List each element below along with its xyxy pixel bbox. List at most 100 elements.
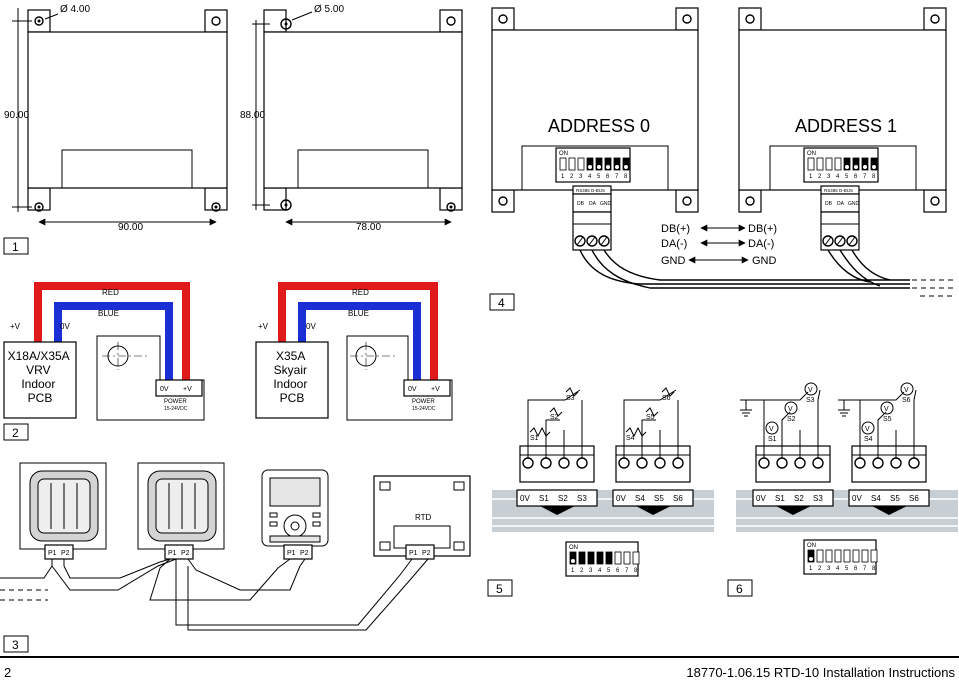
dip-position-dot — [872, 165, 876, 169]
dip-switch-2[interactable] — [816, 157, 824, 171]
dip-switch-8[interactable] — [870, 549, 878, 563]
dip-number: 7 — [863, 566, 867, 572]
terminal-0v-p5-left: 0V — [520, 494, 530, 503]
dip-number: 6 — [606, 174, 610, 180]
panel-1-mounting-dimensions: Ø 4.00 90.00 90.00 Ø 5.00 88.00 78.00 1 — [3, 4, 463, 255]
dip-switch-1[interactable] — [559, 157, 567, 171]
dip-switch-2[interactable] — [816, 549, 824, 563]
dip-switch-5[interactable] — [605, 551, 613, 565]
dip-number: 4 — [836, 566, 840, 572]
p1-unit1: P1 — [48, 550, 57, 557]
sensor-s1-label-p5: S1 — [530, 435, 539, 442]
dip-switch-6[interactable] — [604, 157, 612, 171]
document-reference: 18770-1.06.15 RTD-10 Installation Instru… — [686, 665, 955, 680]
dip-number: 8 — [624, 174, 628, 180]
dip-switch-4[interactable] — [834, 157, 842, 171]
sensor-s2-label-p6: S2 — [787, 416, 796, 423]
dip-switch-6[interactable] — [852, 549, 860, 563]
zero-v-label-left: 0V — [60, 322, 70, 331]
pcb-a-line-2: VRV — [26, 363, 50, 377]
signal-db-right: DB(+) — [748, 223, 777, 235]
dip-switch-6[interactable] — [614, 551, 622, 565]
dip-switch-7[interactable] — [861, 549, 869, 563]
dip-switch-3[interactable] — [825, 157, 833, 171]
terminal-s6-p6: S6 — [909, 494, 919, 503]
dip-on-label: ON — [559, 151, 568, 157]
panel-3-badge — [3, 635, 29, 653]
plus-v-label-left: +V — [10, 322, 21, 331]
dip-number: 5 — [845, 174, 849, 180]
dip-switch-1[interactable] — [807, 549, 815, 563]
dip-switch-3[interactable] — [587, 551, 595, 565]
dip-number: 5 — [597, 174, 601, 180]
bus-cable — [579, 249, 955, 297]
dip-number: 7 — [625, 568, 629, 574]
hole-diameter-a: Ø 4.00 — [60, 4, 90, 15]
plus-v-label-right: +V — [258, 322, 269, 331]
meter-v-s1-p6: V — [769, 426, 774, 433]
terminal-s5-p6: S5 — [890, 494, 900, 503]
dip-switch-7[interactable] — [623, 551, 631, 565]
dip-switch-3[interactable] — [577, 157, 585, 171]
svg-text:X18A/X35A VRV Indo: X18A/X35A VRV Indoor PCB — [8, 349, 73, 405]
dip-number: 1 — [561, 174, 565, 180]
dip-switch-8[interactable] — [632, 551, 640, 565]
dip-switch-5[interactable] — [843, 549, 851, 563]
sensor-s5-label-p6: S5 — [883, 416, 892, 423]
dip-position-dot — [624, 165, 628, 169]
power-label-right: POWER — [412, 399, 435, 405]
terminal-s2-p5: S2 — [558, 494, 568, 503]
panel-4-number: 4 — [498, 296, 505, 310]
dip-number: 7 — [863, 174, 867, 180]
dip-switch-2[interactable] — [568, 157, 576, 171]
dip-number: 4 — [588, 174, 592, 180]
panel-2-number: 2 — [12, 426, 19, 440]
width-dimension-b: 78.00 — [356, 222, 381, 233]
bus-label-right: RS485 D-BUS — [824, 188, 853, 193]
pcb-b-line-3: Indoor — [273, 377, 307, 391]
terminal-screws-right — [822, 235, 858, 247]
dip-on-label-p5: ON — [569, 545, 578, 551]
dip-position-dot — [854, 165, 858, 169]
meter-v-s4-p6: V — [865, 426, 870, 433]
signal-db-left: DB(+) — [661, 223, 690, 235]
dip-switch-3[interactable] — [825, 549, 833, 563]
panel-6-number: 6 — [736, 582, 743, 596]
dip-number: 4 — [836, 174, 840, 180]
red-wire-right — [278, 282, 438, 384]
dip-switch-8[interactable] — [622, 157, 630, 171]
term-da-right: DA — [837, 201, 845, 207]
dip-switch-6[interactable] — [852, 157, 860, 171]
mounting-bracket-a — [27, 9, 228, 212]
dip-number: 5 — [845, 566, 849, 572]
unit-address-1: ON — [738, 7, 947, 213]
terminal-0v-p5-right: 0V — [616, 494, 626, 503]
dip-switch-5[interactable] — [843, 157, 851, 171]
red-label-right: RED — [352, 288, 369, 297]
dip-position-dot — [863, 165, 867, 169]
dip-number: 4 — [598, 568, 602, 574]
dip-switch-7[interactable] — [613, 157, 621, 171]
dip-switch-5[interactable] — [595, 157, 603, 171]
dip-switch-7[interactable] — [861, 157, 869, 171]
dip-switch-1[interactable] — [569, 551, 577, 565]
dip-number: 8 — [872, 174, 876, 180]
terminal-s5-p5: S5 — [654, 494, 664, 503]
dip-number: 3 — [827, 174, 831, 180]
dip-switch-1[interactable] — [807, 157, 815, 171]
terminal-plus-v-left: +V — [183, 386, 192, 393]
terminal-0v-p6-left: 0V — [756, 494, 766, 503]
dip-switch-4[interactable] — [596, 551, 604, 565]
dip-switch-4[interactable] — [834, 549, 842, 563]
dip-switch-8[interactable] — [870, 157, 878, 171]
dip-switch-4[interactable] — [586, 157, 594, 171]
sensor-s5-label-p5: S5 — [646, 414, 655, 421]
width-dimension-a: 90.00 — [118, 222, 143, 233]
panel-1-number: 1 — [12, 240, 19, 254]
terminal-0v-right: 0V — [408, 386, 417, 393]
dip-switch-2[interactable] — [578, 551, 586, 565]
